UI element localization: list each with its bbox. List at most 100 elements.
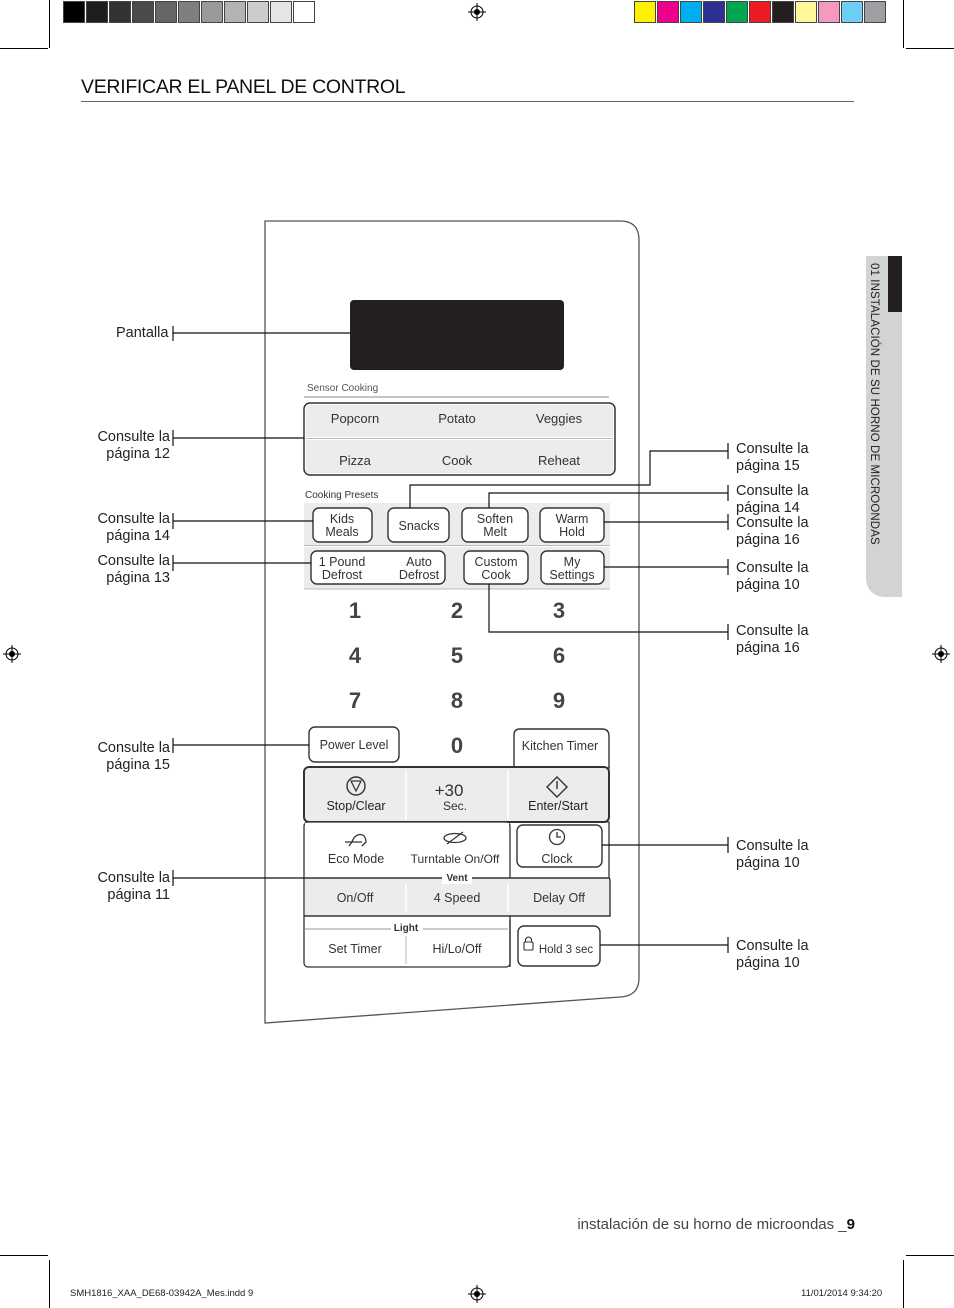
svg-text:Custom: Custom: [474, 555, 517, 569]
warm-hold-button: [539, 507, 605, 543]
veggies-button: Veggies: [536, 411, 583, 426]
enter-start-button: Enter/Start: [528, 799, 588, 813]
kitchen-timer-button: [513, 728, 610, 769]
eco-mode-icon: [345, 833, 367, 847]
reheat-button: Reheat: [538, 453, 580, 468]
color-swatch: [86, 1, 108, 23]
kids-meals-button: [312, 507, 373, 543]
pound-defrost-button: [310, 550, 446, 585]
page-title: VERIFICAR EL PANEL DE CONTROL: [81, 76, 406, 98]
chapter-tab-marker: [888, 256, 902, 312]
svg-text:Cook: Cook: [481, 568, 511, 582]
vent-on-off-button: On/Off: [337, 891, 374, 905]
pizza-button: Pizza: [339, 453, 372, 468]
svg-text:Meals: Meals: [325, 525, 358, 539]
digit-6-button: 6: [553, 643, 565, 668]
light-label: Light: [394, 923, 419, 934]
digit-0-button: 0: [451, 733, 463, 758]
svg-text:Melt: Melt: [483, 525, 507, 539]
light-hi-lo-off-button: Hi/Lo/Off: [432, 942, 482, 956]
digit-9-button: 9: [553, 688, 565, 713]
turntable-button: Turntable On/Off: [411, 852, 500, 866]
callout-display: Pantalla: [116, 325, 169, 341]
color-swatch: [293, 1, 315, 23]
chapter-side-tab: [866, 256, 902, 597]
hold-3-sec-button: [517, 925, 601, 967]
digit-2-button: 2: [451, 598, 463, 623]
color-swatch: [109, 1, 131, 23]
registration-mark-icon: [468, 3, 486, 21]
svg-text:Warm: Warm: [556, 512, 589, 526]
registration-mark-icon: [3, 645, 21, 663]
cooking-presets-label: Cooking Presets: [305, 490, 378, 501]
color-swatch: [703, 1, 725, 23]
plus30-button: +30: [435, 781, 464, 800]
digit-4-button: 4: [349, 643, 362, 668]
svg-text:Kids: Kids: [330, 512, 354, 526]
soften-melt-button: [461, 507, 529, 543]
digit-8-button: 8: [451, 688, 463, 713]
color-swatch: [749, 1, 771, 23]
slug-filename: SMH1816_XAA_DE68-03942A_Mes.indd 9: [70, 1288, 254, 1299]
svg-text:My: My: [564, 555, 581, 569]
color-swatch: [201, 1, 223, 23]
vent-label: Vent: [446, 873, 468, 884]
color-swatch: [247, 1, 269, 23]
light-set-timer-button: Set Timer: [328, 942, 382, 956]
start-icon: [546, 776, 568, 798]
digit-7-button: 7: [349, 688, 361, 713]
clock-icon: [548, 828, 566, 846]
page-number: 9: [846, 1216, 855, 1233]
svg-text:Kitchen Timer: Kitchen Timer: [522, 739, 598, 753]
color-swatch: [795, 1, 817, 23]
svg-text:1 Pound: 1 Pound: [319, 555, 366, 569]
svg-text:Clock: Clock: [541, 852, 573, 866]
stop-clear-button: Stop/Clear: [326, 799, 385, 813]
color-swatch: [155, 1, 177, 23]
vent-speed-button: 4 Speed: [434, 891, 481, 905]
color-swatch: [680, 1, 702, 23]
svg-text:Sec.: Sec.: [443, 799, 467, 813]
lock-icon: [523, 941, 534, 951]
svg-text:Settings: Settings: [549, 568, 594, 582]
color-swatch: [818, 1, 840, 23]
title-rule: [81, 101, 854, 102]
eco-mode-button: Eco Mode: [328, 852, 384, 866]
svg-text:Power Level: Power Level: [320, 738, 389, 752]
svg-text:Hold 3 sec: Hold 3 sec: [539, 944, 594, 956]
page-footer: instalación de su horno de microondas _9: [577, 1216, 855, 1233]
svg-text:Auto: Auto: [406, 555, 432, 569]
digit-5-button: 5: [451, 643, 463, 668]
color-swatch: [772, 1, 794, 23]
registration-mark-icon: [932, 645, 950, 663]
color-swatch: [224, 1, 246, 23]
registration-mark-icon: [468, 1285, 486, 1303]
stop-icon: [346, 776, 366, 796]
color-swatch: [841, 1, 863, 23]
color-swatch: [132, 1, 154, 23]
potato-button: Potato: [438, 411, 476, 426]
svg-text:Snacks: Snacks: [399, 519, 440, 533]
digit-1-button: 1: [349, 598, 361, 623]
sensor-cooking-label: Sensor Cooking: [307, 383, 378, 394]
slug-date: 11/01/2014 9:34:20: [801, 1288, 883, 1299]
display-screen: [350, 300, 564, 370]
snacks-button: [387, 507, 450, 543]
svg-text:Soften: Soften: [477, 512, 513, 526]
color-swatch: [657, 1, 679, 23]
color-swatch: [270, 1, 292, 23]
turntable-icon: [443, 832, 467, 844]
cook-button: Cook: [442, 453, 473, 468]
